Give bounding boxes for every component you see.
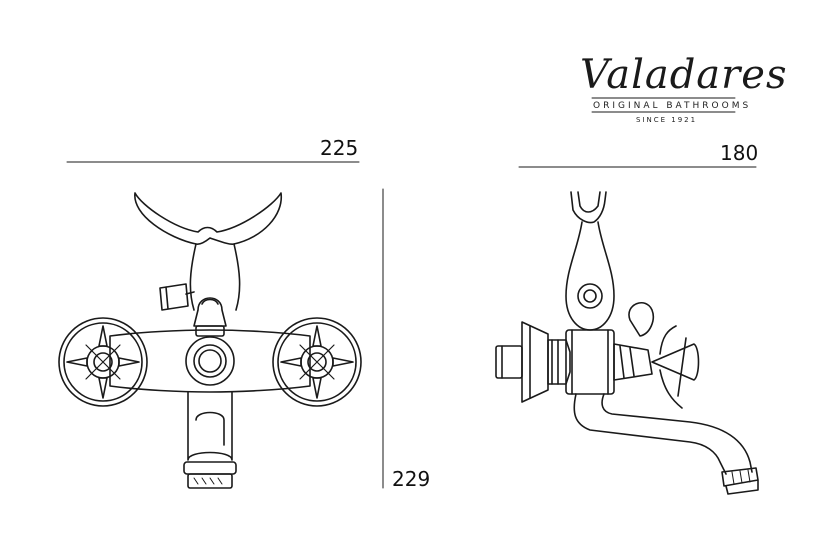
side-cross-handle: [651, 325, 700, 409]
front-aerator: [183, 461, 237, 475]
side-shower-hook: [570, 191, 607, 224]
dimension-width-label: 225: [320, 136, 359, 160]
front-body-neck: [189, 243, 241, 311]
front-right-flange: [272, 317, 362, 407]
side-spout: [573, 393, 753, 475]
front-right-cross-handle: [280, 325, 354, 399]
side-diverter-knob: [628, 302, 655, 337]
brand-since: SINCE 1921: [636, 116, 698, 124]
front-spout: [187, 391, 233, 461]
dimension-depth-label: 180: [720, 141, 759, 165]
brand-rules: [591, 97, 736, 113]
side-inlet-pipe: [495, 345, 523, 379]
side-view: [495, 191, 759, 495]
front-left-flange: [58, 317, 148, 407]
side-riser: [565, 221, 615, 331]
front-left-cross-handle: [66, 325, 140, 399]
side-riser-outlet: [577, 283, 603, 309]
side-aerator: [721, 467, 759, 495]
brand-logo-wordmark: Valadares: [580, 52, 788, 98]
front-shower-cradle: [134, 192, 282, 245]
side-cartridge: [613, 343, 653, 381]
front-diverter-knob: [193, 297, 227, 327]
brand-tagline: ORIGINAL BATHROOMS: [593, 101, 752, 111]
side-main-body: [565, 329, 615, 395]
front-main-body: [109, 329, 311, 393]
front-view: [58, 192, 362, 489]
dimension-height-label: 229: [392, 467, 431, 491]
side-wall-flange: [521, 321, 549, 403]
front-center-ring: [185, 336, 235, 386]
front-shower-outlet: [159, 283, 195, 311]
